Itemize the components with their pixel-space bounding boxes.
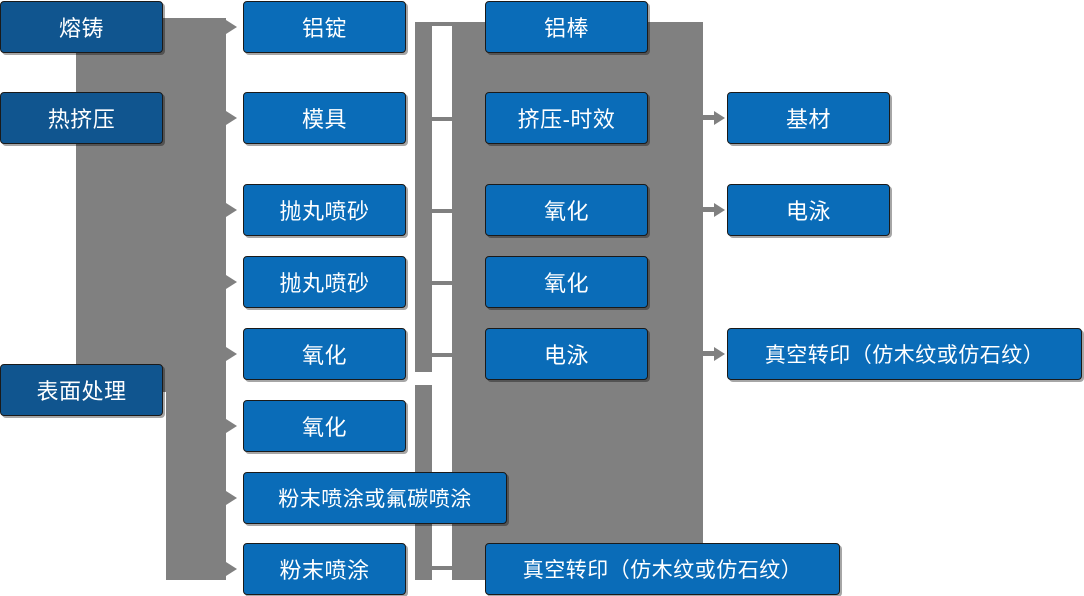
arrow-to-substrate — [714, 111, 725, 125]
arrow-to-mold — [226, 111, 237, 125]
arrow-to-oxidation-2 — [226, 419, 237, 433]
connector-stub-3 — [432, 209, 454, 213]
connector-stub-1 — [432, 22, 454, 26]
operation-box-powder-or-pvdf[interactable]: 粉末喷涂或氟碳喷涂 — [243, 472, 507, 524]
arrow-to-aluminum-ingot — [226, 20, 237, 34]
operation-box-oxidation-1[interactable]: 氧化 — [243, 328, 406, 380]
stage-box-melt-cast[interactable]: 熔铸 — [0, 1, 163, 53]
treatment-box-oxidation-1[interactable]: 氧化 — [485, 184, 648, 236]
arrow-stem-to-vacuum-transfer — [703, 351, 716, 356]
arrow-to-powder-coating — [226, 562, 237, 576]
arrow-to-powder-or-pvdf — [226, 491, 237, 505]
treatment-box-aluminum-bar[interactable]: 铝棒 — [485, 1, 648, 53]
result-box-substrate[interactable]: 基材 — [727, 92, 890, 144]
arrow-to-electrophoresis — [714, 203, 725, 217]
operation-box-shot-blast-2[interactable]: 抛丸喷砂 — [243, 256, 406, 308]
arrow-to-shot-blast-2 — [226, 275, 237, 289]
operation-box-oxidation-2[interactable]: 氧化 — [243, 400, 406, 452]
operation-box-aluminum-ingot[interactable]: 铝锭 — [243, 1, 406, 53]
treatment-box-vacuum-transfer[interactable]: 真空转印（仿木纹或仿石纹） — [485, 543, 840, 595]
result-box-vacuum-transfer[interactable]: 真空转印（仿木纹或仿石纹） — [727, 328, 1082, 380]
operation-box-mold[interactable]: 模具 — [243, 92, 406, 144]
arrow-stem-to-substrate — [703, 115, 716, 120]
treatment-box-oxidation-2[interactable]: 氧化 — [485, 256, 648, 308]
operation-box-shot-blast-1[interactable]: 抛丸喷砂 — [243, 184, 406, 236]
result-box-electrophoresis[interactable]: 电泳 — [727, 184, 890, 236]
connector-bar-left-upper — [415, 22, 432, 372]
operation-box-powder-coating[interactable]: 粉末喷涂 — [243, 543, 406, 595]
connector-stub-5 — [432, 353, 454, 357]
stage-box-hot-extrude[interactable]: 热挤压 — [0, 92, 163, 144]
connector-stub-6 — [432, 566, 454, 570]
treatment-box-electrophoresis[interactable]: 电泳 — [485, 328, 648, 380]
treatment-box-extrude-aging[interactable]: 挤压-时效 — [485, 92, 648, 144]
arrow-to-shot-blast-1 — [226, 203, 237, 217]
stage-box-surface-treatment[interactable]: 表面处理 — [0, 364, 163, 416]
arrow-to-vacuum-transfer — [714, 347, 725, 361]
arrow-to-oxidation-1 — [226, 347, 237, 361]
connector-stage-fan-bottom — [166, 390, 226, 580]
connector-stub-2 — [432, 117, 454, 121]
arrow-stem-to-electrophoresis — [703, 207, 716, 212]
connector-stub-4 — [432, 281, 454, 285]
connector-stage-fan-top — [76, 18, 226, 390]
connector-surface-stem — [163, 388, 179, 392]
